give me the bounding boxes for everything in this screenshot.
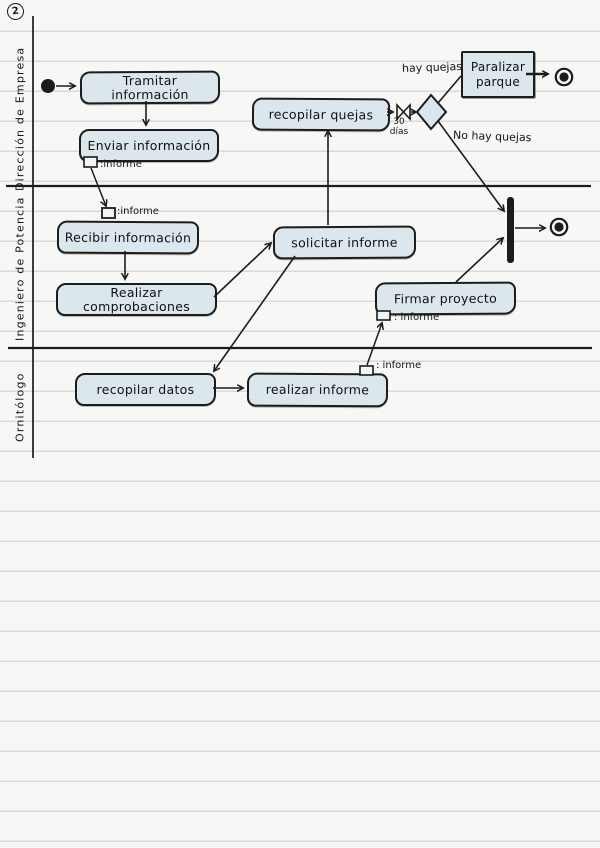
activity-label: Firmar proyecto [393, 290, 498, 306]
guard-text: No hay quejas [452, 128, 532, 145]
note-text: :informe [100, 159, 142, 170]
activity-label: Paralizar parque [470, 59, 526, 89]
note-text: :informe [117, 206, 159, 217]
activity-recopilar-quejas: recopilar quejas [251, 97, 391, 132]
lane-label-text: Dirección de Empresa [13, 46, 27, 192]
object-note-label-recibir: :informe [117, 206, 159, 217]
decision-diamond-icon [415, 93, 448, 131]
activity-realizar-comprobaciones: Realizar comprobaciones [56, 283, 217, 316]
activity-label: Enviar información [87, 137, 211, 153]
object-note-label-firmar: : informe [394, 312, 439, 323]
activity-recopilar-datos: recopilar datos [75, 373, 216, 406]
object-note-label-enviar: :informe [100, 159, 142, 170]
connector-solicitar-to-datos [214, 255, 296, 371]
lane-label-text: Ingeniero de Potencia [13, 196, 27, 342]
activity-solicitar-informe: solicitar informe [272, 225, 417, 260]
guard-label-no-hay-quejas: No hay quejas [453, 129, 532, 145]
activity-recibir-informacion: Recibir información [56, 220, 200, 255]
note-text: : informe [394, 312, 440, 323]
object-pin-icon-recibir [101, 207, 116, 219]
activity-label: Recibir información [64, 229, 192, 245]
timer-unit: días [389, 126, 409, 137]
start-node-icon [41, 79, 55, 93]
lane-label-ingeniero-de-potencia: Ingeniero de Potencia [8, 192, 32, 346]
guard-text: hay quejas [401, 59, 463, 76]
activity-enviar-informacion: Enviar información [79, 129, 219, 162]
activity-label: recopilar datos [96, 381, 195, 397]
timer-duration-label: 30 días [388, 117, 410, 138]
lane-label-direccion-de-empresa: Dirección de Empresa [8, 47, 32, 191]
end-node-icon-middle [549, 217, 569, 237]
page-number: 2 [11, 5, 20, 18]
join-bar-icon [507, 197, 514, 263]
activity-label: recopilar quejas [268, 106, 374, 122]
activity-realizar-informe: realizar informe [246, 372, 389, 408]
activity-label: realizar informe [265, 381, 370, 398]
page-number-badge: 2 [5, 1, 26, 22]
lane-label-ornitologo: Ornitólogo [8, 356, 32, 458]
activity-label: Realizar comprobaciones [82, 284, 191, 314]
timer-value: 30 [393, 117, 405, 127]
connector-informe-realizar-to-firmar [366, 323, 382, 366]
activity-label: solicitar informe [291, 234, 398, 250]
connector-decision-to-paralizar [437, 75, 462, 104]
connector-informe-enviar-to-recibir [90, 167, 106, 206]
object-note-label-realizar: : informe [376, 360, 421, 371]
end-node-icon-top [554, 67, 574, 87]
activity-tramitar-informacion: Tramitar información [79, 70, 221, 105]
connector-firmar-to-join [455, 238, 503, 283]
activity-paralizar-parque: Paralizar parque [461, 51, 535, 98]
activity-firmar-proyecto: Firmar proyecto [374, 281, 517, 316]
connector-comprobaciones-to-solicitar [213, 243, 271, 298]
lane-label-text: Ornitólogo [13, 372, 27, 442]
note-text: : informe [376, 360, 422, 371]
guard-label-hay-quejas: hay quejas [402, 60, 462, 75]
activity-label: Tramitar información [111, 72, 189, 102]
